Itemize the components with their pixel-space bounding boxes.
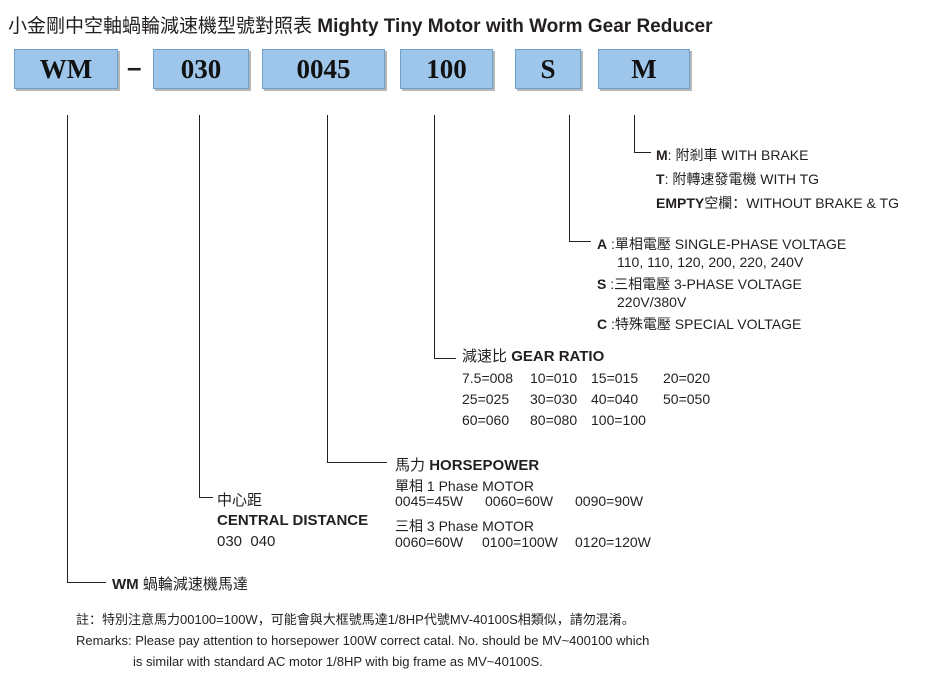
connector-wm-horizontal xyxy=(67,582,106,583)
central-distance-label-cjk: 中心距 xyxy=(217,492,263,509)
connector-ratio-horizontal xyxy=(434,358,456,359)
central-distance-label-en: CENTRAL DISTANCE xyxy=(217,512,369,529)
brake-m-line: M: 附剎車 WITH BRAKE xyxy=(656,145,808,165)
wm-desc: 蝸輪減速機馬達 xyxy=(142,576,248,593)
voltage-s-desc: :三相電壓 3-PHASE VOLTAGE xyxy=(606,276,802,292)
gear-ratio-cell: 20=020 xyxy=(663,370,711,386)
gear-ratio-cell: 7.5=008 xyxy=(462,370,513,386)
horsepower-single-value: 0090=90W xyxy=(575,493,644,509)
horsepower-single-phase: 單相 1 Phase MOTOR xyxy=(395,478,535,494)
connector-horsepower-vertical xyxy=(327,115,328,463)
code-box-ratio: 100 xyxy=(400,49,493,89)
gear-ratio-cell: 60=060 xyxy=(462,412,510,428)
note-en-line1: Remarks: Please pay attention to horsepo… xyxy=(76,633,650,648)
voltage-s-line: S :三相電壓 3-PHASE VOLTAGE xyxy=(597,274,802,294)
voltage-s-key: S xyxy=(597,276,607,292)
connector-voltage-horizontal xyxy=(569,241,591,242)
connector-distance-horizontal xyxy=(199,497,213,498)
horsepower-three-value: 0120=120W xyxy=(575,534,651,550)
voltage-a-line: A :單相電壓 SINGLE-PHASE VOLTAGE xyxy=(597,234,846,254)
horsepower-label-cjk: 馬力 xyxy=(395,457,426,474)
connector-brake-horizontal xyxy=(634,152,651,153)
gear-ratio-cell: 15=015 xyxy=(591,370,639,386)
horsepower-three-phase: 三相 3 Phase MOTOR xyxy=(395,518,535,534)
code-box-distance: 030 xyxy=(153,49,249,89)
brake-t-line: T: 附轉速發電機 WITH TG xyxy=(656,169,819,189)
connector-ratio-vertical xyxy=(434,115,435,359)
gear-ratio-cell: 80=080 xyxy=(530,412,578,428)
note-cjk: 註：特別注意馬力00100=100W，可能會與大框號馬達1/8HP代號MV-40… xyxy=(76,612,635,627)
voltage-a-desc: :單相電壓 SINGLE-PHASE VOLTAGE xyxy=(607,236,847,252)
gear-ratio-cell: 100=100 xyxy=(591,412,646,428)
gear-ratio-cell: 30=030 xyxy=(530,391,578,407)
connector-distance-vertical xyxy=(199,115,200,498)
gear-ratio-heading: 減速比 GEAR RATIO xyxy=(462,345,604,366)
gear-ratio-cell: 40=040 xyxy=(591,391,639,407)
code-box-series: WM xyxy=(14,49,118,89)
gear-ratio-label-cjk: 減速比 xyxy=(462,348,508,365)
horsepower-single-value: 0045=45W xyxy=(395,493,464,509)
voltage-c-line: C :特殊電壓 SPECIAL VOLTAGE xyxy=(597,314,801,334)
title-cjk: 小金剛中空軸蝸輪減速機型號對照表 xyxy=(8,16,313,37)
horsepower-three-value: 0100=100W xyxy=(482,534,558,550)
gear-ratio-cell: 50=050 xyxy=(663,391,711,407)
note-en-line2: is similar with standard AC motor 1/8HP … xyxy=(133,654,543,669)
brake-empty-line: EMPTY空欄：WITHOUT BRAKE & TG xyxy=(656,193,899,213)
code-separator: – xyxy=(127,52,142,82)
code-box-voltage: S xyxy=(515,49,581,89)
brake-empty-key: EMPTY xyxy=(656,195,705,211)
horsepower-three-value: 0060=60W xyxy=(395,534,464,550)
voltage-c-desc: :特殊電壓 SPECIAL VOLTAGE xyxy=(607,316,802,332)
brake-t-key: T xyxy=(656,171,665,187)
wm-key: WM xyxy=(112,576,139,593)
brake-m-key: M xyxy=(656,147,668,163)
code-box-horsepower: 0045 xyxy=(262,49,385,89)
horsepower-single-value: 0060=60W xyxy=(485,493,554,509)
brake-t-desc: : 附轉速發電機 WITH TG xyxy=(664,171,820,187)
central-distance-values: 030 040 xyxy=(217,533,276,550)
voltage-a-key: A xyxy=(597,236,608,252)
connector-brake-vertical xyxy=(634,115,635,153)
connector-horsepower-horizontal xyxy=(327,462,387,463)
code-box-brake: M xyxy=(598,49,690,89)
title-en: Mighty Tiny Motor with Worm Gear Reducer xyxy=(317,16,713,37)
connector-wm-vertical xyxy=(67,115,68,583)
connector-voltage-vertical xyxy=(569,115,570,242)
voltage-c-key: C xyxy=(597,316,608,332)
gear-ratio-label-en: GEAR RATIO xyxy=(511,348,605,365)
horsepower-heading: 馬力 HORSEPOWER xyxy=(395,454,539,475)
horsepower-label-en: HORSEPOWER xyxy=(429,457,540,474)
gear-ratio-cell: 25=025 xyxy=(462,391,510,407)
wm-line: WM 蝸輪減速機馬達 xyxy=(112,573,248,594)
brake-empty-desc: 空欄：WITHOUT BRAKE & TG xyxy=(704,195,899,211)
page-title: 小金剛中空軸蝸輪減速機型號對照表 Mighty Tiny Motor with … xyxy=(8,11,712,38)
gear-ratio-cell: 10=010 xyxy=(530,370,578,386)
voltage-s-values: 220V/380V xyxy=(617,294,687,310)
brake-m-desc: : 附剎車 WITH BRAKE xyxy=(667,147,809,163)
voltage-a-values: 110, 110, 120, 200, 220, 240V xyxy=(617,254,804,270)
